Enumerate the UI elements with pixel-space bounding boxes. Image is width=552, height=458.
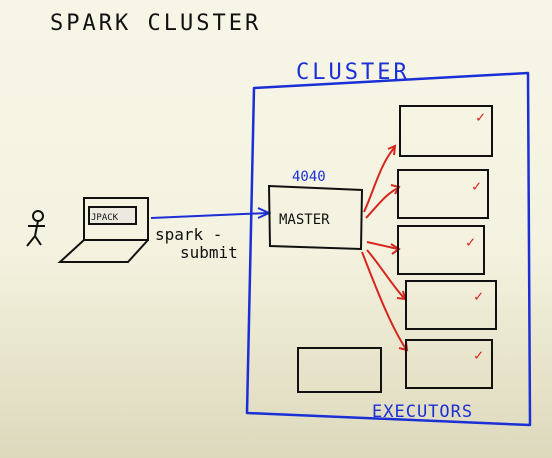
cluster-boundary [245, 71, 532, 427]
executor-box-3 [397, 225, 485, 275]
executor-box-4 [405, 280, 497, 330]
master-label: MASTER [279, 212, 330, 228]
submit-arrow-line [150, 212, 269, 219]
user-figure [26, 210, 45, 247]
executor-4-check: ✓ [474, 287, 483, 305]
diagram-title: SPARK CLUSTER [50, 11, 261, 36]
executor-box-2 [397, 169, 489, 219]
arrow-to-executor-4 [366, 249, 405, 299]
arrow-to-executor-5 [361, 251, 407, 350]
laptop-icon [57, 197, 149, 263]
master-node [267, 184, 364, 251]
executor-2-check: ✓ [472, 177, 481, 195]
executor-arrows [361, 144, 409, 352]
arrow-to-executor-3 [366, 241, 399, 250]
arrowhead-executor-1 [387, 144, 397, 156]
executors-label: EXECUTORS [372, 402, 473, 422]
arrow-to-executor-2 [365, 187, 399, 219]
port-label: 4040 [292, 169, 326, 185]
executor-5-check: ✓ [474, 346, 483, 364]
executor-box-1 [399, 105, 493, 157]
executor-1-check: ✓ [476, 108, 485, 126]
executor-box-6 [297, 347, 382, 393]
executor-box-5 [405, 339, 493, 389]
laptop-app-box [88, 206, 137, 225]
laptop-app-label: JPACK [91, 213, 119, 223]
arrow-to-executor-1 [363, 147, 395, 213]
submit-label-line1: spark - [155, 225, 222, 244]
submit-label-line2: submit [180, 243, 238, 262]
executor-3-check: ✓ [466, 233, 475, 251]
